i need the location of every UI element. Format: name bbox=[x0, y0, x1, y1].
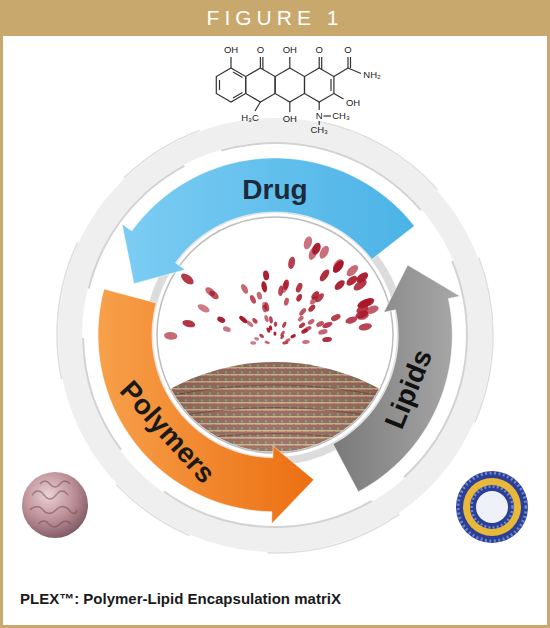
drug-particle bbox=[308, 294, 319, 305]
drug-particle bbox=[295, 293, 303, 302]
drug-particle bbox=[264, 315, 270, 323]
atom-label: O bbox=[344, 45, 351, 55]
drug-particle bbox=[216, 316, 226, 324]
drug-particle bbox=[315, 320, 325, 328]
title-banner: FIGURE 1 bbox=[0, 0, 550, 36]
arrow-path bbox=[122, 158, 414, 284]
drug-particle bbox=[290, 333, 297, 339]
drug-particle bbox=[256, 291, 263, 300]
drug-particle bbox=[281, 321, 287, 328]
atom-label: O bbox=[257, 45, 264, 55]
drug-particle bbox=[274, 321, 278, 327]
drug-particle bbox=[263, 270, 270, 280]
drug-particle bbox=[273, 331, 276, 335]
drug-particle bbox=[249, 294, 257, 304]
drug-particle bbox=[287, 256, 296, 270]
drug-particle bbox=[196, 302, 210, 314]
drug-particle bbox=[182, 319, 196, 329]
arrow-band: Drug bbox=[120, 156, 416, 286]
arrow-band: Polymers bbox=[96, 287, 316, 526]
atom-label: OH bbox=[346, 98, 360, 108]
drug-particle bbox=[318, 328, 329, 335]
figure-frame bbox=[2, 34, 549, 627]
figure-title: FIGURE 1 bbox=[207, 0, 344, 36]
liposome bbox=[456, 471, 528, 543]
figure-caption: PLEX™: Polymer-Lipid Encapsulation matri… bbox=[20, 590, 341, 608]
atom-label: CH₃ bbox=[310, 125, 328, 135]
drug-particle bbox=[264, 340, 270, 344]
drug-particle bbox=[333, 278, 347, 291]
drug-particle bbox=[297, 315, 305, 323]
atom-label: OH bbox=[283, 45, 297, 55]
drug-particle bbox=[318, 268, 331, 283]
atom-label: CH₃ bbox=[332, 111, 350, 121]
background-rings bbox=[57, 117, 493, 553]
drug-particle bbox=[262, 302, 268, 310]
arrow-path bbox=[98, 289, 314, 524]
drug-particle bbox=[283, 297, 290, 306]
arrow-path bbox=[333, 265, 460, 492]
drug-particle bbox=[302, 340, 310, 345]
drug-particle bbox=[282, 341, 289, 345]
drug-particles bbox=[164, 235, 380, 345]
drug-particle bbox=[295, 282, 304, 294]
drug-particle bbox=[245, 319, 254, 328]
atom-label: OH bbox=[283, 114, 297, 124]
arrow-label: Drug bbox=[242, 175, 307, 206]
nanoparticle-surface bbox=[60, 235, 490, 628]
drug-particle bbox=[251, 317, 258, 325]
drug-particle bbox=[355, 270, 371, 285]
drug-particle bbox=[240, 283, 250, 295]
drug-particle bbox=[269, 316, 274, 324]
atom-label: NH₂ bbox=[363, 70, 380, 80]
drug-particle bbox=[307, 318, 316, 326]
atom-label: O bbox=[315, 45, 322, 55]
drug-particle bbox=[258, 333, 264, 339]
atom-label: OH bbox=[224, 45, 238, 55]
drug-particle bbox=[322, 336, 332, 342]
drug-particle bbox=[254, 336, 260, 341]
drug-particle bbox=[358, 322, 372, 332]
drug-particle bbox=[298, 307, 307, 317]
drug-particle bbox=[179, 271, 195, 286]
atom-label: H₃C bbox=[241, 113, 259, 123]
arrow-band: Lipids bbox=[331, 263, 462, 494]
drug-particle bbox=[355, 304, 369, 315]
drug-particle bbox=[331, 258, 346, 274]
drug-particle bbox=[345, 263, 361, 278]
drug-particle bbox=[222, 326, 231, 333]
chemical-structure bbox=[216, 57, 361, 125]
polymer-nanoparticle bbox=[22, 472, 88, 538]
atom-label: N bbox=[316, 111, 323, 121]
drug-particle bbox=[302, 235, 313, 250]
drug-particle bbox=[280, 334, 285, 340]
drug-particle bbox=[261, 281, 268, 293]
drug-particle bbox=[298, 322, 306, 330]
drug-particle bbox=[330, 313, 342, 322]
drug-particle bbox=[250, 341, 256, 345]
drug-particle bbox=[303, 325, 312, 333]
drug-particle bbox=[208, 289, 220, 301]
drug-particle bbox=[164, 331, 178, 340]
drug-particle bbox=[307, 303, 317, 313]
drug-particle bbox=[278, 285, 284, 296]
drug-particle bbox=[266, 327, 271, 333]
